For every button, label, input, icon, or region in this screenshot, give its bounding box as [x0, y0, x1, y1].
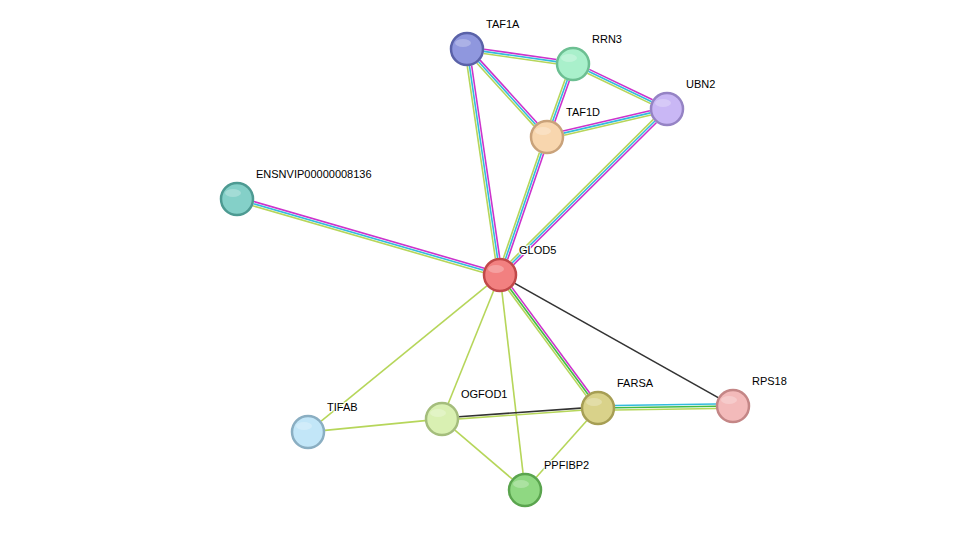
interaction-line [480, 60, 537, 123]
interaction-line [564, 115, 651, 135]
node-label: PPFIBP2 [544, 459, 589, 472]
interaction-line [448, 291, 493, 403]
node-gloss [430, 409, 446, 417]
node-circle [482, 257, 518, 293]
interaction-line [508, 154, 544, 260]
interaction-line [503, 152, 539, 258]
node-fill [582, 392, 614, 424]
node-circle [424, 401, 460, 437]
interaction-line [484, 51, 556, 61]
interaction-line [510, 289, 588, 395]
interaction-line [553, 80, 568, 121]
node-circle [219, 181, 255, 217]
node-gloss [296, 422, 312, 430]
protein-node: TIFAB [290, 414, 326, 450]
node-label: UBN2 [686, 78, 715, 91]
interaction-line [321, 286, 487, 421]
node-fill [292, 416, 324, 448]
node-circle [580, 390, 616, 426]
interaction-line [587, 73, 650, 103]
node-fill [531, 121, 563, 153]
protein-node: UBN2 [649, 91, 685, 127]
node-circle [449, 31, 485, 67]
node-gloss [513, 480, 529, 488]
protein-node: OGFOD1 [424, 401, 460, 437]
node-label: TAF1D [566, 106, 600, 119]
protein-node: RPS18 [715, 388, 751, 424]
interaction-line [502, 292, 523, 473]
node-gloss [655, 99, 671, 107]
node-label: TAF1A [486, 18, 519, 31]
node-label: GLOD5 [519, 244, 556, 257]
interaction-line [455, 430, 512, 479]
interaction-line [253, 206, 483, 273]
interaction-line [253, 204, 483, 271]
node-circle [555, 46, 591, 82]
interaction-line [588, 71, 651, 101]
interaction-line [325, 421, 425, 431]
protein-node: ENSNVIP00000008136 [219, 181, 255, 217]
node-circle [529, 119, 565, 155]
node-circle [649, 91, 685, 127]
protein-node: TAF1A [449, 31, 485, 67]
interaction-line [589, 69, 652, 99]
protein-node: PPFIBP2 [507, 472, 543, 508]
node-label: ENSNVIP00000008136 [256, 168, 372, 181]
node-gloss [721, 396, 737, 404]
protein-node: TAF1D [529, 119, 565, 155]
node-label: TIFAB [327, 401, 358, 414]
node-gloss [488, 265, 504, 273]
node-fill [717, 390, 749, 422]
node-label: FARSA [617, 377, 653, 390]
node-gloss [455, 39, 471, 47]
node-circle [290, 414, 326, 450]
protein-node: FARSA [580, 390, 616, 426]
interaction-line [615, 408, 716, 409]
protein-node: RRN3 [555, 46, 591, 82]
interaction-line [472, 66, 500, 258]
interaction-line [254, 202, 484, 269]
interaction-line [508, 290, 586, 396]
protein-node: GLOD5 [482, 257, 518, 293]
node-fill [451, 33, 483, 65]
interaction-line [615, 406, 716, 407]
node-fill [484, 259, 516, 291]
interaction-line [467, 66, 495, 258]
interaction-line [484, 49, 556, 59]
node-gloss [225, 189, 241, 197]
node-gloss [561, 54, 577, 62]
interaction-line [484, 54, 556, 64]
interaction-line [459, 408, 581, 417]
node-fill [651, 93, 683, 125]
node-gloss [586, 398, 602, 406]
node-fill [557, 48, 589, 80]
interaction-line [469, 66, 497, 258]
interaction-line [511, 119, 654, 261]
node-label: RRN3 [592, 33, 622, 46]
interaction-line [512, 121, 655, 263]
interaction-line [477, 63, 534, 126]
node-circle [715, 388, 751, 424]
node-fill [509, 474, 541, 506]
node-gloss [535, 127, 551, 135]
node-circle [507, 472, 543, 508]
interaction-line [515, 283, 718, 397]
node-fill [221, 183, 253, 215]
node-label: RPS18 [752, 375, 787, 388]
interaction-line [615, 404, 716, 405]
interaction-line [478, 62, 535, 125]
interaction-line [459, 410, 581, 419]
interaction-line [551, 79, 566, 120]
node-label: OGFOD1 [461, 388, 507, 401]
node-fill [426, 403, 458, 435]
